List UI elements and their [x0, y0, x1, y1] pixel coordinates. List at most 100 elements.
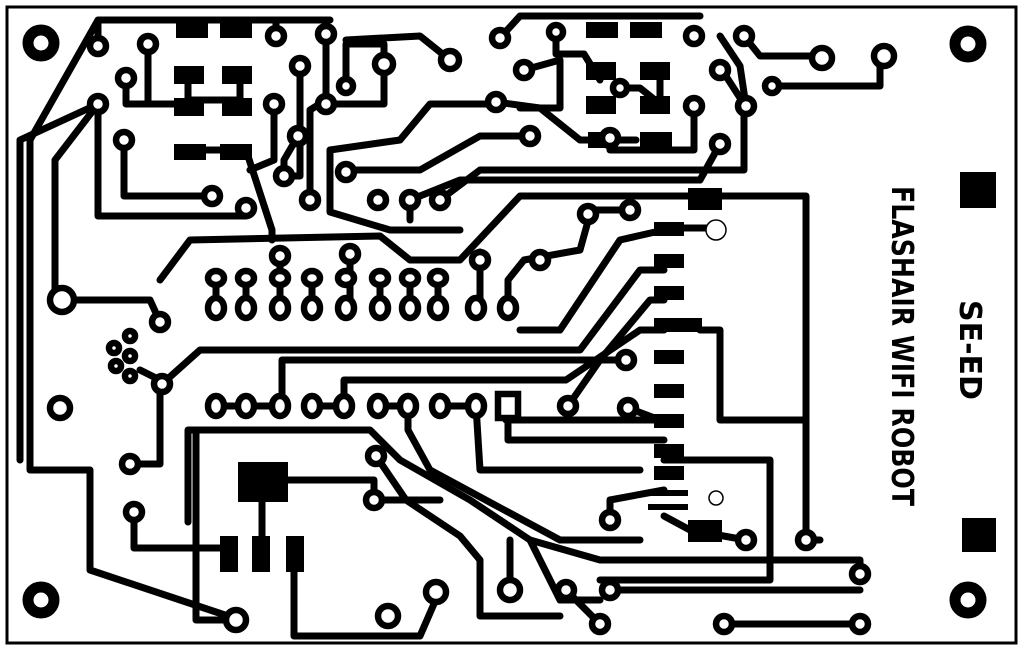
dip-pad: [396, 392, 420, 420]
dip-pad: [464, 392, 488, 420]
via-pad: [272, 164, 296, 188]
via-pad: [488, 26, 512, 50]
dip-pad: [268, 392, 292, 420]
dip-pad: [366, 392, 390, 420]
dip-pad: [398, 267, 422, 289]
mount-hole-tr: [949, 25, 987, 63]
dip-pad: [368, 267, 392, 289]
dip-pad: [428, 392, 452, 420]
via-pad: [46, 284, 78, 316]
via-pad: [598, 578, 622, 602]
via-pad: [338, 242, 362, 266]
regulator-tab: [238, 462, 288, 502]
via-pad: [118, 452, 142, 476]
via-pad: [732, 24, 756, 48]
via-pad: [518, 124, 542, 148]
via-pad: [364, 444, 388, 468]
via-pad: [268, 244, 292, 268]
via-pad: [234, 196, 258, 220]
via-pad: [428, 188, 452, 212]
via-pad: [114, 66, 138, 90]
dip-pad: [332, 392, 356, 420]
via-pad: [618, 198, 642, 222]
fiducial-square-bottom: [962, 518, 996, 552]
dip-pad: [398, 294, 422, 322]
via-pad: [398, 188, 422, 212]
board-name-label: SE-ED: [952, 300, 987, 400]
via-pad: [437, 47, 463, 73]
dip-pad: [234, 392, 258, 420]
via-pad: [46, 394, 74, 422]
via-pad: [808, 44, 836, 72]
via-pad: [334, 160, 358, 184]
via-pad: [708, 58, 732, 82]
via-pad: [200, 184, 224, 208]
dip-pad: [204, 267, 228, 289]
via-pad: [554, 578, 578, 602]
via-pad: [148, 310, 172, 334]
via-pad: [545, 21, 567, 43]
via-pad: [122, 500, 146, 524]
via-pad: [588, 612, 612, 636]
dip-pad: [204, 392, 228, 420]
via-pad: [848, 612, 872, 636]
via-pad: [314, 92, 338, 116]
mounting-holes: [22, 24, 987, 619]
via-pad: [682, 94, 706, 118]
via-pad: [222, 606, 250, 634]
via-pad: [107, 357, 125, 375]
board-title-label: FLASHAIR WIFI ROBOT: [884, 186, 919, 506]
via-pad: [121, 327, 139, 345]
via-pad: [262, 92, 286, 116]
via-pad: [682, 24, 706, 48]
via-pad: [314, 22, 338, 46]
via-pad: [121, 347, 139, 365]
via-pad: [484, 90, 508, 114]
via-pad: [264, 24, 288, 48]
via-pad: [734, 94, 758, 118]
dip-pad: [426, 267, 450, 289]
dip-pad: [234, 267, 258, 289]
via-pad: [870, 42, 898, 70]
dip-pad: [268, 294, 292, 322]
via-pad: [496, 576, 524, 604]
via-pad: [734, 528, 758, 552]
via-pad: [556, 394, 580, 418]
dip-pad: [464, 294, 488, 322]
via-pad: [286, 124, 310, 148]
via-pad: [86, 34, 110, 58]
dip-pad: [368, 294, 392, 322]
via-pad: [598, 508, 622, 532]
fiducial-square-top: [960, 172, 996, 208]
via-pad: [105, 339, 123, 357]
via-pad: [708, 132, 732, 156]
via-pad: [150, 372, 174, 396]
via-pad: [712, 612, 736, 636]
via-pad: [362, 488, 386, 512]
via-pad: [616, 396, 640, 420]
mount-hole-bl: [22, 581, 60, 619]
dip-pad: [300, 392, 324, 420]
via-pad: [576, 202, 600, 226]
via-pad: [614, 348, 638, 372]
via-pad: [512, 58, 536, 82]
dip-pad: [334, 267, 358, 289]
via-pad: [136, 32, 160, 56]
via-pad: [335, 75, 357, 97]
via-pad: [848, 562, 872, 586]
via-pad: [298, 188, 322, 212]
via-pad: [86, 92, 110, 116]
via-pad: [528, 248, 552, 272]
smd-pads: [174, 22, 996, 572]
dip-pin1-pad: [494, 390, 522, 422]
dip-pad: [300, 267, 324, 289]
via-pad: [112, 128, 136, 152]
dip-pad: [300, 294, 324, 322]
via-pad: [374, 602, 402, 630]
via-pad: [288, 54, 312, 78]
mount-hole-tl: [22, 24, 60, 62]
via-pad: [598, 126, 622, 150]
via-pad: [609, 77, 631, 99]
through-hole-pads: [46, 21, 898, 636]
